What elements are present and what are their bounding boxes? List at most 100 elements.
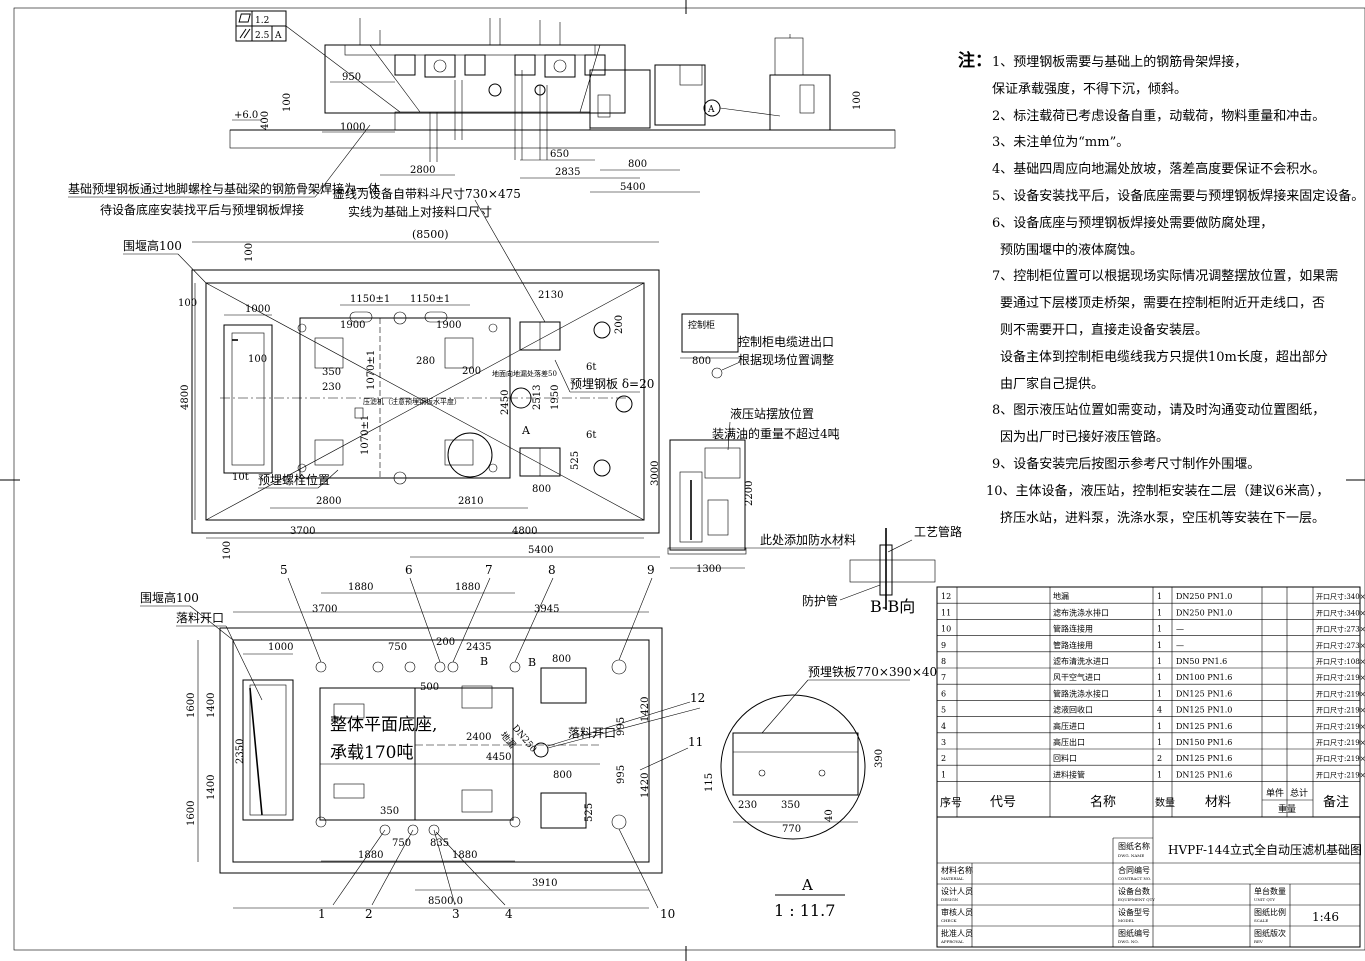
- table-cell-no: 6: [941, 689, 946, 698]
- detail-a-dim-770: 770: [782, 824, 801, 835]
- table-header-no: 序号: [940, 795, 962, 809]
- note-line: 预防围堰中的液体腐蚀。: [1000, 242, 1144, 258]
- top-dim-100d: 100: [222, 541, 233, 560]
- callout-embed-2: 待设备底座安装找平后与预埋钢板焊接: [100, 202, 304, 217]
- elev-dim-950: 950: [342, 72, 361, 83]
- table-cell-qty: 1: [1157, 608, 1162, 617]
- drop-port-label-right: 落料开口: [568, 726, 616, 740]
- top-overall-dim: (8500): [412, 228, 449, 241]
- title-block: 图纸名称 DWG. NAME HVPF-144立式全自动压滤机基础图 材料名称 …: [936, 816, 1362, 948]
- bot-dim-1600b: 1600: [186, 801, 197, 826]
- callout-hopper-2: 实线为基础上对接料口尺寸: [348, 204, 492, 219]
- bubble-4: 4: [435, 831, 513, 921]
- plan-top-view: (8500) 围堰高100 预埋钢板 δ=20 预埋螺栓位置 地面向地漏处落差5…: [123, 228, 661, 560]
- table-cell-name: 高压进口: [1053, 721, 1085, 731]
- elev-level: +6.0: [234, 110, 258, 121]
- detail-a-dim-390: 390: [874, 749, 885, 768]
- waterproof-note: 此处添加防水材料: [760, 532, 856, 547]
- tb-dwg-no-label: 图纸编号: [1118, 928, 1150, 938]
- table-cell-qty: 2: [1157, 754, 1162, 763]
- bubble-label: 7: [485, 563, 493, 577]
- table-cell-qty: 1: [1157, 641, 1162, 650]
- top-dim-525: 525: [570, 451, 581, 470]
- bubble-9: 9: [618, 563, 655, 661]
- weight-6t-b: 6t: [586, 430, 596, 441]
- note-line: 1、预埋钢板需要与基础上的钢筋骨架焊接，: [992, 55, 1248, 70]
- bubble-7: 7: [452, 563, 493, 663]
- top-dim-200b: 200: [462, 366, 481, 377]
- bot-dim-800a: 800: [552, 654, 571, 665]
- tb-rev-label: 图纸版次: [1254, 928, 1286, 938]
- table-cell-no: 1: [941, 770, 946, 779]
- top-dim-1070a: 1070±1: [366, 350, 377, 390]
- tb-check-en: CHECK: [941, 918, 958, 923]
- table-header-qty: 数量: [1155, 796, 1175, 809]
- bubble-label: 11: [688, 735, 703, 749]
- top-dim-1150b: 1150±1: [410, 294, 450, 305]
- bot-dim-1880d: 1880: [452, 850, 477, 861]
- top-dim-4800v: 4800: [180, 385, 191, 410]
- tb-contract-en: CONTRACT NO.: [1118, 876, 1151, 881]
- table-cell-qty: 1: [1157, 657, 1162, 666]
- table-cell-note: 开口尺寸:219×: [1316, 738, 1365, 747]
- elevation-view: A 950 1000 2800 650 2835 800 5400 100 40…: [229, 18, 896, 193]
- tb-scale-value: 1:46: [1312, 910, 1339, 924]
- top-dim-3700: 3700: [290, 526, 315, 537]
- note-line: 7、控制柜位置可以根据现场实际情况调整摆放位置，如果需: [992, 269, 1339, 285]
- table-cell-qty: 1: [1157, 770, 1162, 779]
- bot-dim-1420a: 1420: [640, 697, 651, 722]
- tb-drawing-name-label: 图纸名称: [1118, 841, 1150, 851]
- detail-a-dim-230: 230: [738, 800, 757, 811]
- note-line: 由厂家自己提供。: [1000, 376, 1105, 392]
- callout-hopper-1: 虚线为设备自带料斗尺寸730×475: [333, 187, 521, 201]
- callout-embed-1: 基础预埋钢板通过地脚螺栓与基础梁的钢筋骨架焊接为一体: [68, 181, 380, 196]
- bot-dim-1400a: 1400: [206, 693, 217, 718]
- bot-dim-1880c: 1880: [358, 850, 383, 861]
- bot-dim-2350: 2350: [235, 739, 246, 764]
- drop-port-label-left: 落料开口: [176, 611, 224, 625]
- hydraulic-note2: 装满油的重量不超过4吨: [712, 426, 840, 441]
- top-dim-1150a: 1150±1: [350, 294, 390, 305]
- bot-dim-1880a: 1880: [348, 582, 373, 593]
- flatness-value: 1.2: [255, 16, 269, 26]
- bot-dim-3700: 3700: [312, 604, 337, 615]
- bubble-label: 2: [365, 907, 373, 921]
- bubble-label: 4: [505, 907, 513, 921]
- table-cell-note: 开口尺寸:219×: [1316, 754, 1365, 763]
- bot-dim-1420b: 1420: [640, 773, 651, 798]
- weight-6t-a: 6t: [586, 362, 596, 373]
- table-cell-note: 开口尺寸:219×: [1316, 706, 1365, 715]
- bot-dim-350: 350: [380, 806, 399, 817]
- top-dim-200a: 200: [614, 315, 625, 334]
- elev-dim-100b: 100: [852, 91, 863, 110]
- table-cell-name: 地漏: [1053, 591, 1069, 601]
- table-cell-qty: 1: [1157, 722, 1162, 731]
- elev-dim-1000: 1000: [340, 122, 365, 133]
- bot-dim-1600a: 1600: [186, 693, 197, 718]
- table-cell-no: 12: [941, 592, 951, 601]
- section-b-right: B: [528, 656, 536, 669]
- bot-dim-835: 835: [430, 838, 449, 849]
- top-dim-3000: 3000: [650, 461, 661, 486]
- bot-dim-8500: 8500.0: [428, 896, 463, 907]
- general-notes: 注：1、预埋钢板需要与基础上的钢筋骨架焊接， 保证承载强度，不得下沉，倾斜。 2…: [958, 48, 1364, 532]
- tb-equip-qty-en: EQUIPMENT QTY: [1118, 897, 1155, 902]
- table-cell-mat: DN125 PN1.6: [1176, 689, 1232, 698]
- small-note: 压滤机（注意预埋钢板水平度）: [363, 397, 461, 406]
- table-cell-qty: 4: [1157, 706, 1162, 715]
- table-header-weight: 重量: [1278, 803, 1296, 815]
- top-dim-230: 230: [322, 382, 341, 393]
- detail-a-dim-115: 115: [704, 773, 715, 792]
- hydraulic-dim-w: 1300: [696, 564, 721, 575]
- bot-dim-750b: 750: [392, 838, 411, 849]
- table-cell-qty: 1: [1157, 625, 1162, 634]
